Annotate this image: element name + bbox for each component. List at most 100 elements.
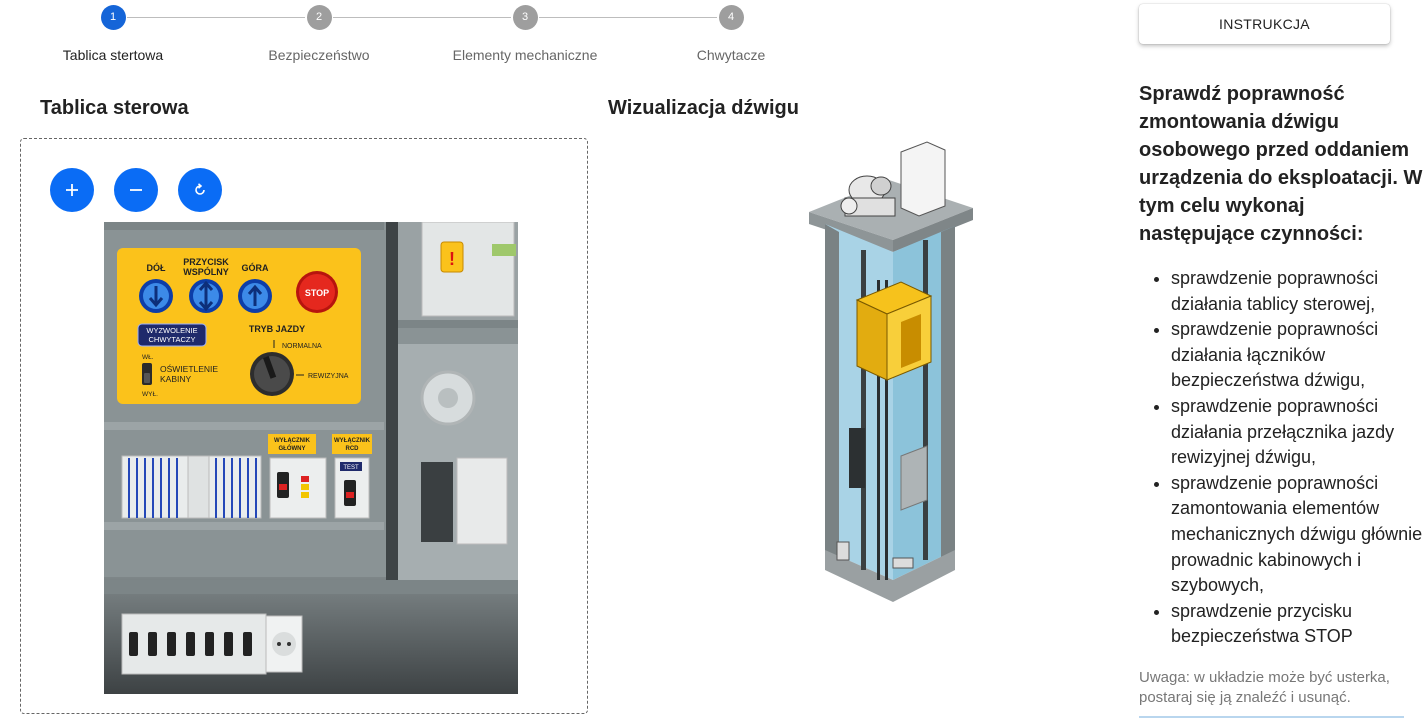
release-catches-button[interactable]: WYZWOLENIE CHWYTACZY bbox=[137, 323, 207, 347]
step-label: Tablica stertowa bbox=[62, 47, 164, 63]
cabin-light-label: OŚWIETLENIE bbox=[160, 363, 218, 374]
transformer-core bbox=[438, 388, 458, 408]
terminal-strip bbox=[492, 244, 516, 256]
up-button[interactable] bbox=[238, 279, 272, 313]
mode-title: TRYB JAZDY bbox=[249, 324, 305, 334]
circuit-breakers[interactable] bbox=[121, 613, 267, 675]
instructions-list: sprawdzenie poprawności działania tablic… bbox=[1139, 266, 1424, 650]
elevator-visualization[interactable] bbox=[805, 140, 977, 606]
mode-selector-knob[interactable] bbox=[250, 352, 294, 396]
cable-duct bbox=[386, 222, 398, 580]
hoist-motor[interactable] bbox=[840, 175, 896, 217]
step-4[interactable]: 4 Chwytacze bbox=[641, 5, 821, 63]
reset-view-button[interactable] bbox=[178, 168, 222, 212]
contactor[interactable] bbox=[421, 462, 453, 542]
shaft-edge bbox=[825, 224, 839, 566]
terminal-block-right bbox=[208, 455, 262, 519]
power-socket bbox=[265, 615, 303, 673]
zoom-out-button[interactable] bbox=[114, 168, 158, 212]
counterweight[interactable] bbox=[849, 428, 865, 488]
visualization-title: Wizualizacja dźwigu bbox=[608, 97, 799, 119]
guide-rail-right[interactable] bbox=[923, 240, 928, 560]
common-button-label: PRZYCISK bbox=[183, 257, 229, 267]
instructions-heading: Sprawdź poprawność zmontowania dźwigu os… bbox=[1139, 83, 1423, 245]
fault-warning-tag[interactable]: ! bbox=[440, 241, 464, 273]
down-button[interactable] bbox=[139, 279, 173, 313]
pit-buffer[interactable] bbox=[892, 557, 914, 569]
common-button-label-2: WSPÓLNY bbox=[183, 266, 229, 277]
slab-edge bbox=[893, 208, 973, 252]
svg-text:!: ! bbox=[449, 249, 455, 269]
release-label: WYZWOLENIE bbox=[146, 326, 197, 335]
step-number: 1 bbox=[100, 5, 126, 30]
step-number: 4 bbox=[718, 5, 744, 30]
mode-normal-label: NORMALNA bbox=[282, 343, 322, 350]
shaft-edge bbox=[941, 226, 955, 566]
common-button[interactable] bbox=[189, 279, 223, 313]
fault-note: Uwaga: w układzie może być usterka, post… bbox=[1139, 669, 1390, 706]
elevator-cabin[interactable] bbox=[855, 281, 933, 381]
panel-rail bbox=[104, 580, 518, 594]
light-switch-off-label: WYŁ. bbox=[142, 391, 158, 398]
rcd-test-label: TEST bbox=[343, 465, 359, 471]
panel-viewport[interactable] bbox=[20, 138, 588, 714]
panel-rail bbox=[104, 522, 384, 530]
cabin-light-switch[interactable] bbox=[142, 363, 152, 385]
step-connector bbox=[127, 17, 305, 18]
zoom-in-button[interactable] bbox=[50, 168, 94, 212]
rcd-label: WYŁĄCZNIK bbox=[334, 438, 371, 444]
plus-icon bbox=[66, 184, 78, 196]
minus-icon bbox=[130, 189, 142, 191]
step-label: Elementy mechaniczne bbox=[452, 47, 598, 63]
landing-door[interactable] bbox=[900, 445, 928, 511]
step-number: 2 bbox=[306, 5, 332, 30]
step-number: 3 bbox=[512, 5, 538, 30]
terminal-block-left bbox=[121, 455, 189, 519]
release-label-2: CHWYTACZY bbox=[149, 335, 196, 344]
slab-edge bbox=[809, 212, 893, 252]
step-2[interactable]: 2 Bezpieczeństwo bbox=[229, 5, 409, 63]
main-switch-label-2: GŁÓWNY bbox=[279, 444, 306, 452]
stop-button[interactable]: STOP bbox=[296, 271, 338, 313]
panel-rail bbox=[398, 320, 518, 328]
cabin-light-label-2: KABINY bbox=[160, 374, 192, 384]
pit-buffer[interactable] bbox=[836, 541, 850, 561]
step-connector bbox=[539, 17, 717, 18]
step-1[interactable]: 1 Tablica stertowa bbox=[23, 5, 203, 63]
rotate-icon bbox=[195, 183, 205, 195]
panel-rail bbox=[104, 222, 384, 230]
power-supply bbox=[456, 457, 508, 545]
hoist-rope bbox=[877, 280, 880, 580]
guide-rail-left[interactable] bbox=[861, 250, 866, 570]
list-item: sprawdzenie przycisku bezpieczeństwa STO… bbox=[1171, 599, 1424, 650]
control-panel[interactable]: ! DÓŁ PRZYCISK WSPÓLNY GÓRA STOP bbox=[104, 222, 518, 694]
shaft-pit bbox=[825, 550, 955, 602]
instructions-panel: Sprawdź poprawność zmontowania dźwigu os… bbox=[1139, 80, 1424, 650]
mode-revision-label: REWIZYJNA bbox=[308, 373, 349, 380]
stepper: 1 Tablica stertowa 2 Bezpieczeństwo 3 El… bbox=[0, 0, 900, 80]
main-switch-label: WYŁĄCZNIK bbox=[274, 438, 311, 444]
rcd-switch[interactable]: TEST bbox=[334, 457, 370, 519]
panel-rail bbox=[104, 422, 384, 430]
step-connector bbox=[333, 17, 511, 18]
instruction-button[interactable]: INSTRUKCJA bbox=[1139, 4, 1390, 44]
down-button-label: DÓŁ bbox=[147, 262, 167, 273]
hoist-rope bbox=[885, 280, 888, 580]
rcd-label-2: RCD bbox=[346, 446, 360, 452]
list-item: sprawdzenie poprawności działania łączni… bbox=[1171, 317, 1424, 394]
up-button-label: GÓRA bbox=[242, 262, 270, 273]
panel-section-title: Tablica sterowa bbox=[40, 97, 189, 119]
step-3[interactable]: 3 Elementy mechaniczne bbox=[435, 5, 615, 63]
list-item: sprawdzenie poprawności zamontowania ele… bbox=[1171, 471, 1424, 599]
step-label: Chwytacze bbox=[696, 47, 766, 63]
list-item: sprawdzenie poprawności działania tablic… bbox=[1171, 266, 1424, 317]
main-switch-tag bbox=[268, 434, 316, 454]
step-label: Bezpieczeństwo bbox=[268, 47, 370, 63]
relay-box bbox=[421, 222, 515, 317]
stop-label: STOP bbox=[305, 288, 329, 298]
rcd-tag bbox=[332, 434, 372, 454]
control-cabinet[interactable] bbox=[900, 141, 946, 217]
scroll-indicator bbox=[1139, 716, 1404, 718]
main-switch[interactable] bbox=[269, 457, 327, 519]
